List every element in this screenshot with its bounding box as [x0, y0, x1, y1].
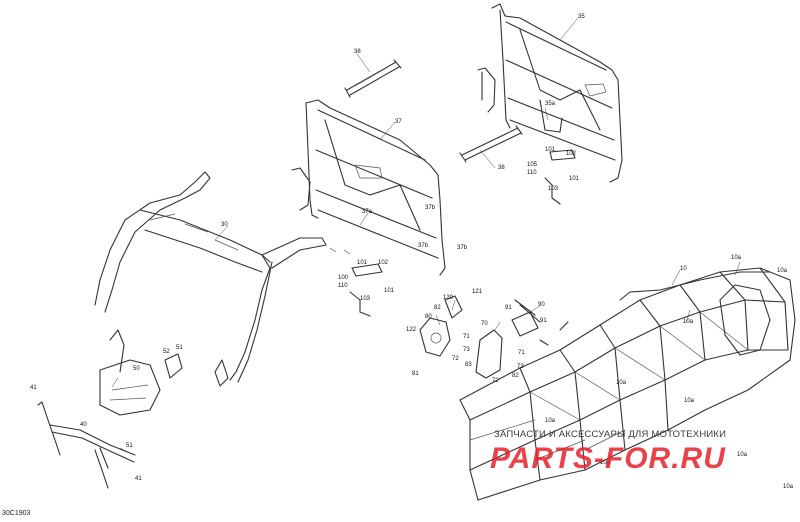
callout-label: 120 [443, 295, 454, 301]
watermark-logo: PARTS-FOR.RU [490, 442, 726, 474]
callout-label: 72 [452, 356, 459, 362]
strut-lower [459, 125, 523, 163]
callout-label: 10a [545, 418, 556, 424]
callout-label: 101 [384, 288, 395, 294]
callout-label: 50 [133, 366, 140, 372]
callout-label: 37b [418, 243, 429, 249]
svg-text:PARTS-FOR.RU: PARTS-FOR.RU [490, 442, 726, 474]
callout-label: 10a [777, 268, 788, 274]
callout-label: 73 [463, 347, 470, 353]
callout-label: 101 [569, 176, 580, 182]
leader-lines [111, 17, 741, 454]
callout-label: 40 [80, 422, 87, 428]
callout-label: 10a [616, 380, 627, 386]
belt-brackets [419, 295, 541, 379]
watermark-caption: ЗАПЧАСТИ И АКСЕССУАРЫ ДЛЯ МОТОТЕХНИКИ [494, 429, 727, 440]
callout-label: 41 [30, 385, 37, 391]
callout-label: 10a [731, 255, 742, 261]
callout-label: 51 [176, 345, 183, 351]
callout-label: 90 [538, 302, 545, 308]
callout-label: 10a [600, 460, 611, 466]
callout-label: 102 [566, 151, 577, 157]
callout-label: 72 [492, 378, 499, 384]
callout-label: 38 [354, 49, 361, 55]
callout-label: 82 [512, 373, 519, 379]
latch-assembly-middle [329, 247, 383, 317]
callout-label: 35a [545, 101, 556, 107]
callout-label: 37a [362, 209, 373, 215]
callout-label: 10 [680, 266, 687, 272]
callout-label: 70 [481, 321, 488, 327]
callout-label: 51 [126, 443, 133, 449]
callout-label: 102 [378, 260, 389, 266]
front-bracket [99, 329, 183, 416]
callout-label: 71 [518, 350, 525, 356]
strut-upper [344, 59, 402, 98]
callout-label: 110 [338, 283, 348, 289]
callout-label: 73 [517, 364, 524, 370]
callout-label: 71 [463, 334, 470, 340]
latch-assembly-rear [544, 149, 576, 205]
diagram-code: 30C1903 [2, 510, 31, 517]
callout-label: 83 [465, 362, 472, 368]
callout-label: 105 [527, 162, 538, 168]
callout-label: 103 [548, 186, 559, 192]
callout-label: 30 [221, 222, 228, 228]
callout-label: 82 [434, 305, 441, 311]
callout-label: 122 [406, 327, 417, 333]
callout-label: 91 [540, 318, 547, 324]
callout-label: 101 [545, 147, 556, 153]
callout-label: 110 [527, 170, 537, 176]
callout-label: 121 [472, 289, 483, 295]
callout-label: 91 [505, 305, 512, 311]
callout-label: 37 [395, 119, 402, 125]
callout-label: 37b [457, 245, 468, 251]
main-frame [459, 267, 796, 501]
callout-label: 80 [425, 314, 432, 320]
callout-label: 41 [135, 476, 142, 482]
lower-front-bar [37, 401, 136, 489]
callout-label: 10a [737, 452, 748, 458]
front-cage-frame [94, 171, 327, 387]
callout-label: 37b [425, 205, 436, 211]
callout-label: 10a [783, 484, 794, 490]
callout-label: 10a [684, 398, 695, 404]
callout-label: 10a [683, 319, 694, 325]
callout-label: 35 [578, 14, 585, 20]
callout-label: 101 [357, 260, 368, 266]
middle-cage-frame [291, 99, 446, 276]
rear-cage-frame [477, 3, 623, 183]
callout-label: 103 [360, 296, 371, 302]
callout-label: 38 [498, 165, 505, 171]
callout-label: 52 [163, 349, 170, 355]
callout-label: 100 [338, 275, 349, 281]
callout-label: 81 [412, 371, 419, 377]
